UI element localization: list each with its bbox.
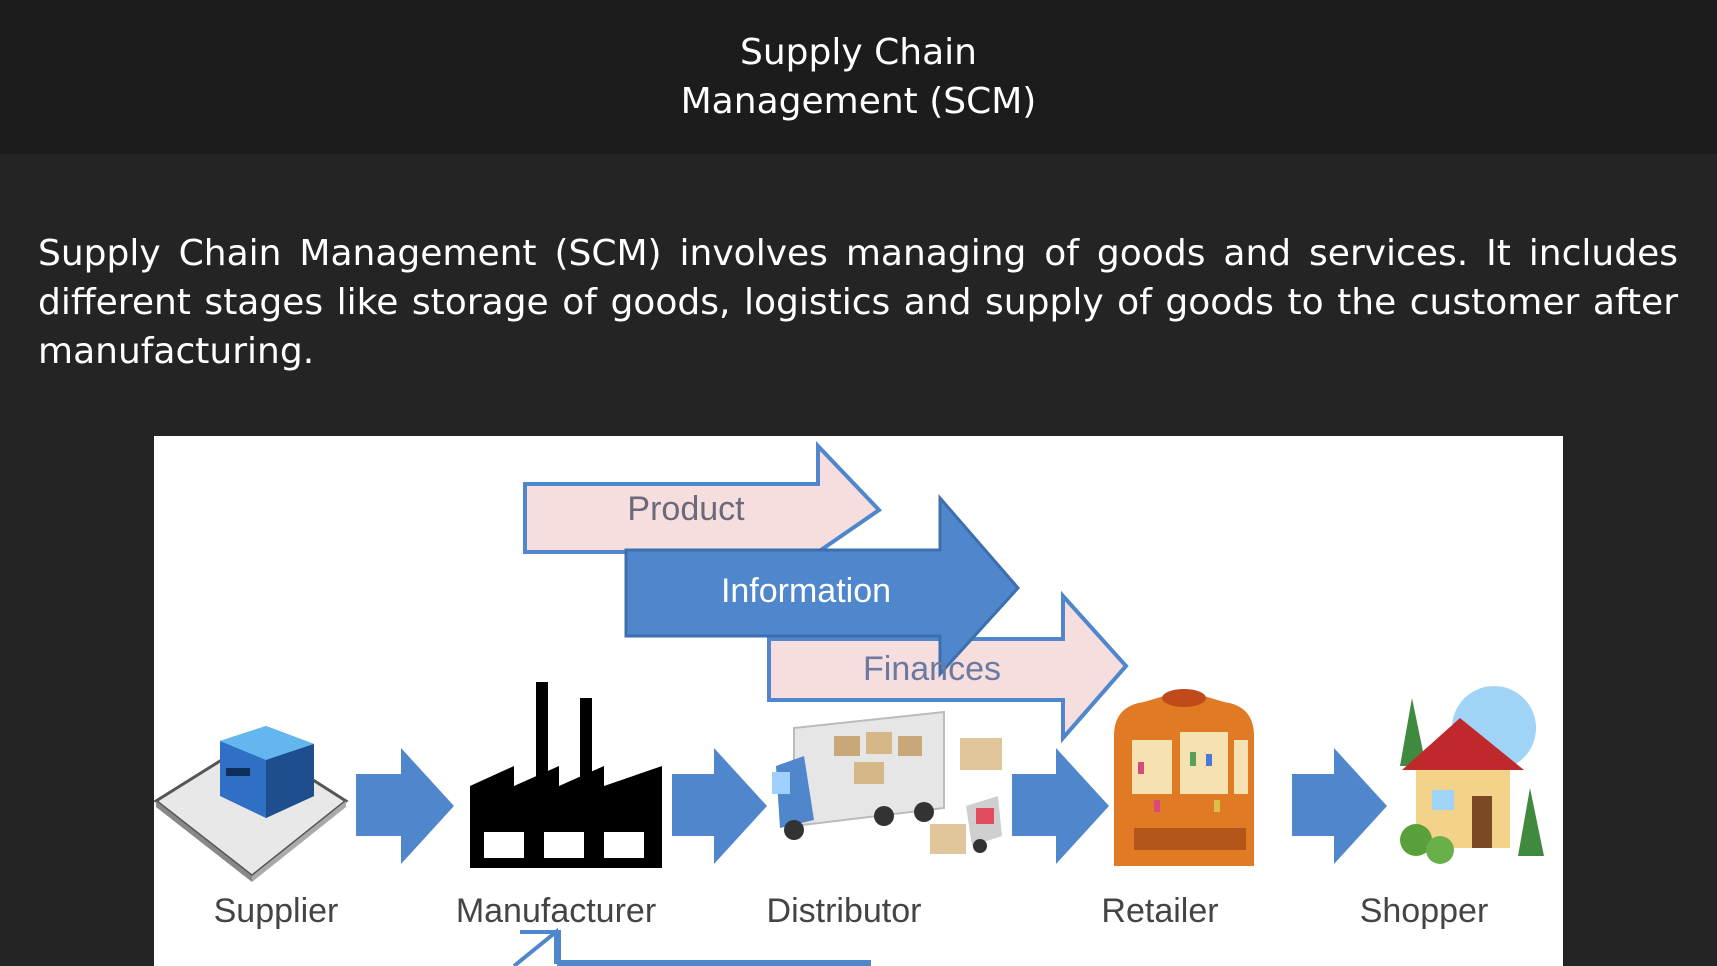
supply-chain-diagram-svg: Product Information Finances [154, 441, 1544, 966]
supply-chain-diagram: Product Information Finances [154, 436, 1563, 966]
supplier-icon [154, 726, 349, 882]
stage-arrow-2 [672, 748, 767, 864]
stage-arrow-3 [1012, 748, 1109, 864]
stage-arrow-1 [356, 748, 454, 864]
information-flow-label: Information [721, 572, 891, 610]
stage-arrow-4 [1292, 748, 1387, 864]
retailer-icon [1114, 689, 1254, 866]
page-title-line-2: Management (SCM) [680, 81, 1037, 122]
stage-label-retailer: Retailer [1101, 892, 1218, 930]
information-flow-arrow [624, 493, 1021, 678]
product-flow-label: Product [627, 490, 745, 528]
product-flow-arrow [523, 441, 883, 554]
return-flow-arrow [520, 930, 871, 966]
intro-paragraph: Supply Chain Management (SCM) involves m… [38, 233, 1678, 372]
return-flow-arrowhead [512, 927, 558, 966]
shopper-icon [1400, 686, 1544, 864]
page-title-line-1: Supply Chain [740, 32, 977, 73]
stage-label-supplier: Supplier [214, 892, 339, 930]
title-bar: Supply Chain Management (SCM) [0, 0, 1717, 154]
stage-label-shopper: Shopper [1360, 892, 1489, 930]
finances-flow-label: Finances [863, 650, 1001, 688]
stage-label-manufacturer: Manufacturer [456, 892, 656, 930]
manufacturer-icon [470, 682, 662, 868]
stage-label-distributor: Distributor [767, 892, 922, 930]
distributor-icon [772, 710, 1002, 854]
